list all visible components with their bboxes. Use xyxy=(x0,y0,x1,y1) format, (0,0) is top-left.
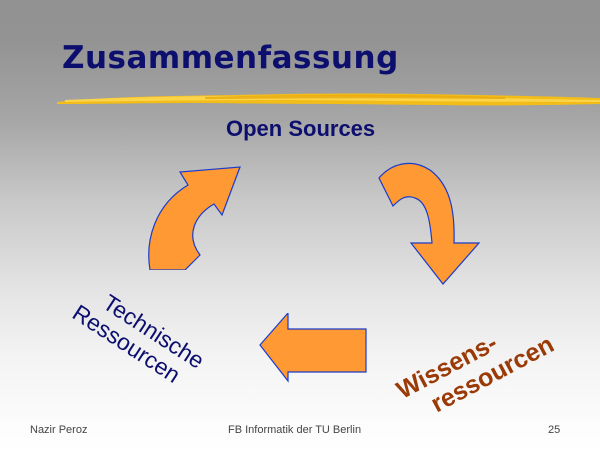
footer-page-number: 25 xyxy=(548,424,561,436)
footer-author: Nazir Peroz xyxy=(30,424,88,436)
left-arrow-icon xyxy=(259,313,367,383)
knowledge-resources-label: Wissens- ressourcen xyxy=(392,305,558,429)
open-sources-label: Open Sources xyxy=(226,116,376,141)
curved-arrow-down-icon xyxy=(378,162,481,285)
footer-institution: FB Informatik der TU Berlin xyxy=(228,424,362,436)
slide-title: Zusammenfassung xyxy=(62,40,399,76)
title-underline-brush-stroke xyxy=(57,93,600,106)
curved-arrow-up-right-icon xyxy=(148,166,241,270)
technical-resources-label: Technische Ressourcen xyxy=(68,289,209,395)
